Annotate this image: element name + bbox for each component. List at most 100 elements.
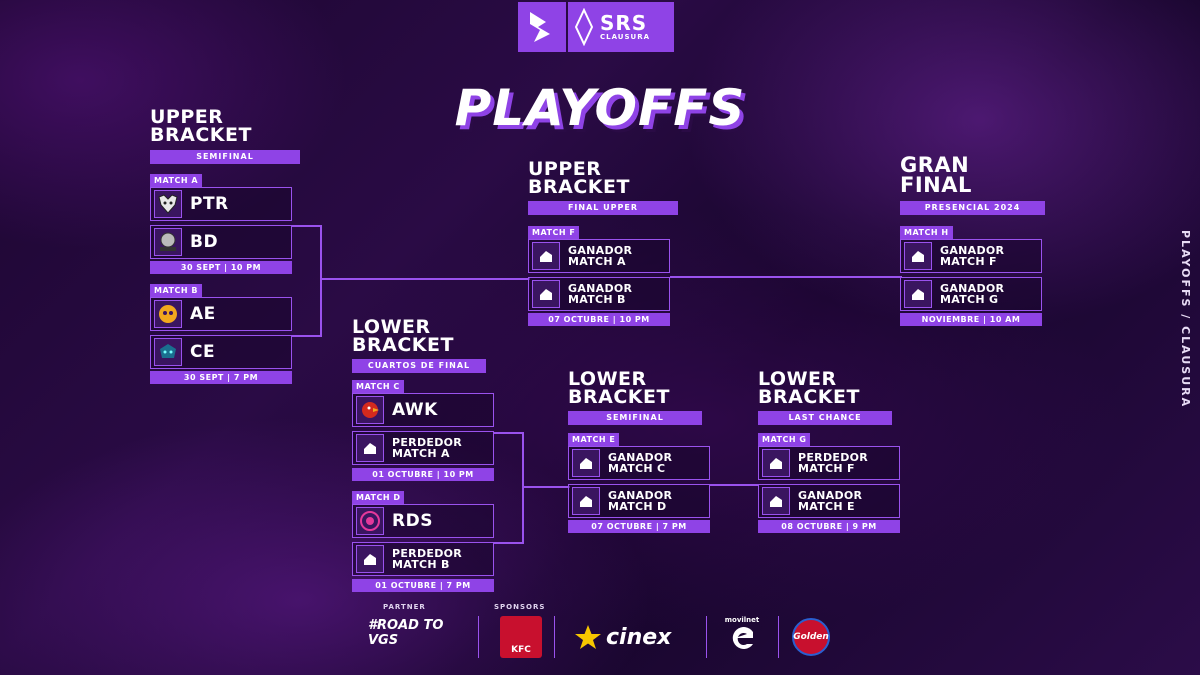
match-f-tag: MATCH F — [528, 226, 580, 239]
bracket-line — [494, 432, 524, 434]
match-a-tag: MATCH A — [150, 174, 203, 187]
bracket-line — [494, 542, 524, 544]
lower-lc-subtitle: LAST CHANCE — [758, 411, 892, 425]
team-name: AWK — [392, 400, 438, 420]
lower-semi-title: LOWER BRACKET — [568, 368, 670, 408]
match-c-date: 01 OCTUBRE | 10 PM — [352, 468, 494, 481]
placeholder-team-icon — [356, 545, 384, 573]
divider — [478, 616, 479, 658]
match-b-tag: MATCH B — [150, 284, 202, 297]
match-h-tag: MATCH H — [900, 226, 953, 239]
bracket-line — [322, 278, 530, 280]
crystal-icon — [574, 8, 594, 46]
match-b-team1: AE — [150, 297, 292, 331]
bracket-line — [524, 486, 570, 488]
team-name: RDS — [392, 511, 433, 531]
lower-qf-title: LOWER BRACKET — [352, 316, 454, 356]
brand-logo-icon — [518, 2, 566, 52]
match-f-date: 07 OCTUBRE | 10 PM — [528, 313, 670, 326]
placeholder-team-icon — [532, 242, 560, 270]
bracket-line — [522, 432, 524, 544]
upper-final-subtitle: FINAL UPPER — [528, 201, 678, 215]
lower-qf-subtitle: CUARTOS DE FINAL — [352, 359, 486, 373]
divider — [706, 616, 707, 658]
sponsors-label: SPONSORS — [494, 603, 546, 611]
placeholder-team-icon — [904, 280, 932, 308]
side-caption: PLAYOFFS / CLAUSURA — [1179, 230, 1192, 409]
match-c-tag: MATCH C — [352, 380, 404, 393]
placeholder-team-icon — [572, 449, 600, 477]
placeholder-team-icon — [532, 280, 560, 308]
golden-text: Golden — [793, 632, 829, 642]
golden-logo: Golden — [792, 618, 830, 656]
match-d-tag: MATCH D — [352, 491, 405, 504]
srs-clausura-logo: SRS CLAUSURA — [568, 2, 674, 52]
rds-logo-icon — [356, 507, 384, 535]
placeholder-team-icon — [762, 449, 790, 477]
match-a-date: 30 SEPT | 10 PM — [150, 261, 292, 274]
gran-final-subtitle: PRESENCIAL 2024 — [900, 201, 1045, 215]
kfc-text: KFC — [511, 645, 531, 655]
page-title: PLAYOFFS — [454, 79, 746, 137]
bulldogs-logo-icon — [154, 228, 182, 256]
team-name: PTR — [190, 194, 229, 214]
match-g-date: 08 OCTUBRE | 9 PM — [758, 520, 900, 533]
kfc-logo: KFC — [500, 616, 542, 658]
match-c-team1: AWK — [352, 393, 494, 427]
partner-label: PARTNER — [383, 603, 426, 611]
upper-semi-title: UPPER BRACKET — [150, 106, 252, 146]
brand-subtitle: CLAUSURA — [600, 33, 651, 41]
divider — [778, 616, 779, 658]
movilnet-logo: movilnet — [722, 616, 762, 658]
match-g-tag: MATCH G — [758, 433, 811, 446]
creature-logo-icon — [154, 338, 182, 366]
bracket-line — [292, 335, 322, 337]
cinex-logo: cinex — [574, 622, 694, 652]
team-name: AE — [190, 304, 216, 324]
divider — [554, 616, 555, 658]
upper-semi-subtitle: SEMIFINAL — [150, 150, 300, 164]
movilnet-text: movilnet — [724, 616, 760, 624]
upper-final-title: UPPER BRACKET — [528, 158, 630, 198]
match-e-date: 07 OCTUBRE | 7 PM — [568, 520, 710, 533]
partner-road-to-vgs-logo: #ROAD TO VGS — [368, 618, 444, 648]
gran-final-title: GRAN FINAL — [900, 153, 972, 197]
panther-logo-icon — [154, 190, 182, 218]
match-a-team1: PTR — [150, 187, 292, 221]
movilnet-e-icon — [732, 627, 753, 649]
brand-name: SRS — [600, 11, 648, 35]
match-h-date: NOVIEMBRE | 10 AM — [900, 313, 1042, 326]
bracket-line — [710, 484, 758, 486]
bracket-line — [320, 225, 322, 337]
cinex-text: cinex — [606, 624, 672, 650]
bracket-line — [670, 276, 902, 278]
match-b-date: 30 SEPT | 7 PM — [150, 371, 292, 384]
placeholder-team-icon — [572, 487, 600, 515]
star-icon — [575, 625, 601, 649]
placeholder-team-icon — [904, 242, 932, 270]
match-b-team2: CE — [150, 335, 292, 369]
bracket-line — [292, 225, 322, 227]
lower-lc-title: LOWER BRACKET — [758, 368, 860, 408]
match-e-tag: MATCH E — [568, 433, 620, 446]
bird-logo-icon — [356, 396, 384, 424]
match-d-team1: RDS — [352, 504, 494, 538]
team-name: CE — [190, 342, 216, 362]
